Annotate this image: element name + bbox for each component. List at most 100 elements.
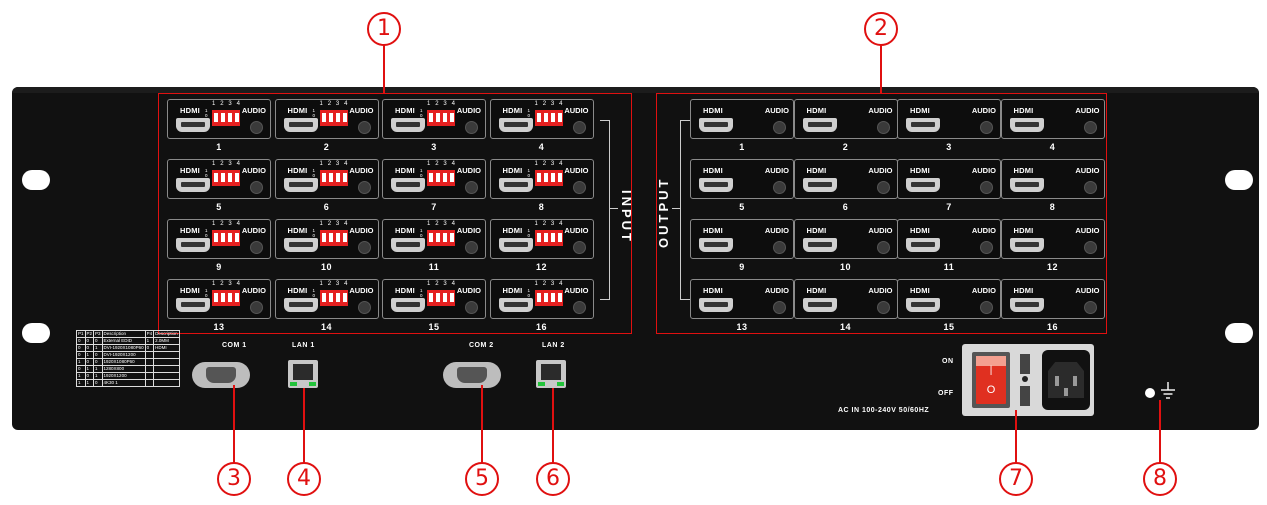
hdmi-connector-icon[interactable] xyxy=(283,238,318,252)
audio-jack-icon[interactable] xyxy=(465,181,478,194)
hdmi-connector-icon[interactable] xyxy=(906,178,940,192)
audio-jack-icon[interactable] xyxy=(1083,121,1097,134)
audio-jack-icon[interactable] xyxy=(465,121,478,134)
dip-switch[interactable] xyxy=(427,290,455,306)
audio-jack-icon[interactable] xyxy=(465,241,478,254)
audio-jack-icon[interactable] xyxy=(465,301,478,314)
hdmi-connector-icon[interactable] xyxy=(906,238,940,252)
hdmi-connector-icon[interactable] xyxy=(176,178,210,192)
hdmi-connector-icon[interactable] xyxy=(1009,298,1044,312)
dip-switch[interactable] xyxy=(427,170,455,186)
audio-jack-icon[interactable] xyxy=(773,241,786,254)
audio-jack-icon[interactable] xyxy=(980,181,993,194)
hdmi-connector-icon[interactable] xyxy=(699,298,733,312)
dip-switch[interactable] xyxy=(534,170,563,186)
com1-port[interactable] xyxy=(192,362,250,388)
hdmi-connector-icon[interactable] xyxy=(391,118,425,132)
hdmi-connector-icon[interactable] xyxy=(391,238,425,252)
dip-switch[interactable] xyxy=(534,110,563,126)
audio-jack-icon[interactable] xyxy=(572,121,586,134)
hdmi-connector-icon[interactable] xyxy=(283,118,318,132)
dip-switch[interactable] xyxy=(319,110,348,126)
dip-switch[interactable] xyxy=(212,170,240,186)
audio-jack-icon[interactable] xyxy=(1083,301,1097,314)
audio-jack-icon[interactable] xyxy=(250,241,263,254)
audio-jack-icon[interactable] xyxy=(980,301,993,314)
dip-switch[interactable] xyxy=(534,230,563,246)
audio-jack-icon[interactable] xyxy=(572,301,586,314)
audio-jack-icon[interactable] xyxy=(1083,181,1097,194)
hdmi-connector-icon[interactable] xyxy=(906,298,940,312)
ground-terminal[interactable] xyxy=(1145,388,1155,398)
hdmi-connector-icon[interactable] xyxy=(176,298,210,312)
hdmi-connector-icon[interactable] xyxy=(498,118,533,132)
audio-jack-icon[interactable] xyxy=(572,181,586,194)
hdmi-connector-icon[interactable] xyxy=(699,178,733,192)
hdmi-connector-icon[interactable] xyxy=(1009,238,1044,252)
dip-switch[interactable] xyxy=(319,290,348,306)
audio-jack-icon[interactable] xyxy=(250,181,263,194)
lan1-port[interactable] xyxy=(288,360,318,388)
audio-jack-icon[interactable] xyxy=(357,121,371,134)
hdmi-connector-icon[interactable] xyxy=(498,178,533,192)
audio-jack-icon[interactable] xyxy=(980,121,993,134)
hdmi-connector-icon[interactable] xyxy=(699,118,733,132)
hdmi-connector-icon[interactable] xyxy=(176,238,210,252)
audio-jack-icon[interactable] xyxy=(357,301,371,314)
audio-jack-icon[interactable] xyxy=(1083,241,1097,254)
audio-jack-icon[interactable] xyxy=(980,241,993,254)
hdmi-connector-icon[interactable] xyxy=(391,178,425,192)
hdmi-connector-icon[interactable] xyxy=(1009,118,1044,132)
dip-switch[interactable] xyxy=(427,230,455,246)
audio-jack-icon[interactable] xyxy=(876,301,890,314)
hdmi-connector-icon[interactable] xyxy=(283,178,318,192)
iec-power-inlet[interactable] xyxy=(1042,350,1090,410)
audio-jack-icon[interactable] xyxy=(773,121,786,134)
audio-jack-icon[interactable] xyxy=(250,121,263,134)
hdmi-connector-icon[interactable] xyxy=(802,238,837,252)
com2-port[interactable] xyxy=(443,362,501,388)
hdmi-connector-icon[interactable] xyxy=(802,118,837,132)
dip-switch[interactable] xyxy=(319,230,348,246)
hdmi-connector-icon[interactable] xyxy=(802,178,837,192)
hdmi-connector-icon[interactable] xyxy=(906,118,940,132)
dip-switch[interactable] xyxy=(427,110,455,126)
dip-switch[interactable] xyxy=(319,170,348,186)
hdmi-connector-icon[interactable] xyxy=(391,298,425,312)
audio-jack-icon[interactable] xyxy=(572,241,586,254)
lan2-port[interactable] xyxy=(536,360,566,388)
hdmi-connector-icon[interactable] xyxy=(498,238,533,252)
hdmi-connector-icon[interactable] xyxy=(802,298,837,312)
hdmi-connector-icon[interactable] xyxy=(176,118,210,132)
audio-jack-icon[interactable] xyxy=(773,301,786,314)
dip-switch[interactable] xyxy=(212,110,240,126)
audio-jack-icon[interactable] xyxy=(876,121,890,134)
